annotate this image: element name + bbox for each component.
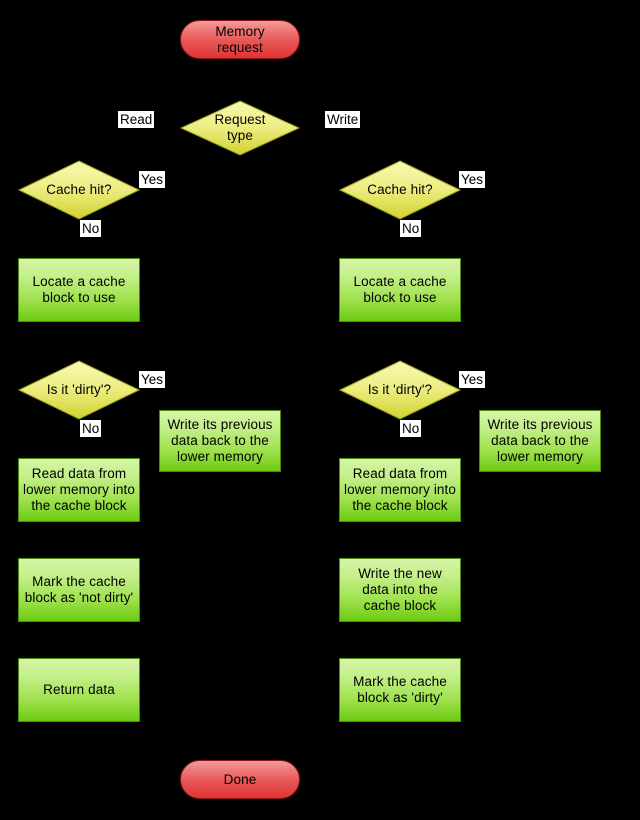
node-write-writeback[interactable]: Write its previous data back to the lowe… [479, 410, 601, 472]
node-write-cache-hit-label: Cache hit? [367, 182, 433, 197]
edge-label-read-hit-yes: Yes [139, 171, 166, 188]
node-read-locate-block-label: Locate a cache block to use [32, 274, 126, 305]
node-mark-dirty-label: Mark the cache block as 'dirty' [353, 674, 447, 705]
edge-label-write: Write [325, 111, 361, 128]
node-read-cache-hit[interactable]: Cache hit? [18, 160, 140, 220]
node-return-data[interactable]: Return data [18, 658, 140, 722]
node-read-is-dirty[interactable]: Is it 'dirty'? [18, 360, 140, 420]
node-write-is-dirty[interactable]: Is it 'dirty'? [339, 360, 461, 420]
node-return-data-label: Return data [43, 682, 115, 697]
diamond-shape-write-cache-hit [339, 160, 461, 220]
node-done[interactable]: Done [180, 760, 300, 799]
node-write-cache-hit[interactable]: Cache hit? [339, 160, 461, 220]
node-request-type-label: Request type [214, 112, 266, 143]
node-read-is-dirty-label: Is it 'dirty'? [46, 382, 112, 397]
edge-label-read: Read [118, 111, 155, 128]
edge-label-write-dirty-no: No [400, 420, 422, 437]
diamond-shape-read-is-dirty [18, 360, 140, 420]
node-write-fill-block[interactable]: Read data from lower memory into the cac… [339, 458, 461, 522]
diamond-shape-write-is-dirty [339, 360, 461, 420]
edge-label-read-dirty-yes: Yes [139, 371, 166, 388]
node-write-locate-block[interactable]: Locate a cache block to use [339, 258, 461, 322]
node-mark-not-dirty-label: Mark the cache block as 'not dirty' [24, 574, 134, 605]
edge-label-read-hit-no: No [80, 220, 102, 237]
node-write-locate-block-label: Locate a cache block to use [353, 274, 447, 305]
node-request-type[interactable]: Request type [180, 100, 300, 156]
node-done-label: Done [223, 771, 257, 787]
node-write-fill-block-label: Read data from lower memory into the cac… [344, 466, 456, 513]
node-read-cache-hit-label: Cache hit? [46, 182, 112, 197]
node-read-fill-block[interactable]: Read data from lower memory into the cac… [18, 458, 140, 522]
diamond-shape-read-cache-hit [18, 160, 140, 220]
node-write-new-data[interactable]: Write the new data into the cache block [339, 558, 461, 622]
node-memory-request[interactable]: Memory request [180, 20, 300, 59]
node-read-fill-block-label: Read data from lower memory into the cac… [23, 466, 135, 513]
node-mark-not-dirty[interactable]: Mark the cache block as 'not dirty' [18, 558, 140, 622]
edge-label-write-hit-yes: Yes [459, 171, 486, 188]
edge-label-write-dirty-yes: Yes [459, 371, 486, 388]
node-write-writeback-label: Write its previous data back to the lowe… [487, 417, 593, 464]
edge-label-read-dirty-no: No [80, 420, 102, 437]
node-read-writeback-label: Write its previous data back to the lowe… [167, 417, 273, 464]
node-write-new-data-label: Write the new data into the cache block [358, 566, 442, 613]
diamond-shape-request-type [180, 100, 300, 156]
node-read-writeback[interactable]: Write its previous data back to the lowe… [159, 410, 281, 472]
node-write-is-dirty-label: Is it 'dirty'? [367, 382, 433, 397]
node-mark-dirty[interactable]: Mark the cache block as 'dirty' [339, 658, 461, 722]
edge-label-write-hit-no: No [400, 220, 422, 237]
node-read-locate-block[interactable]: Locate a cache block to use [18, 258, 140, 322]
node-memory-request-label: Memory request [215, 23, 265, 55]
